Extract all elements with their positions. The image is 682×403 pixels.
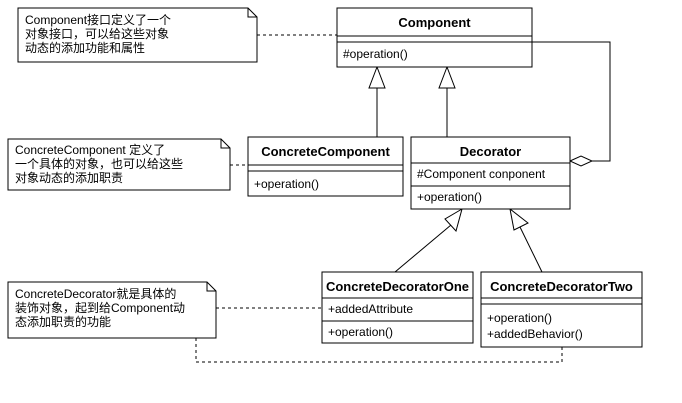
- operation: +operation(): [417, 190, 482, 204]
- note-line: 一个具体的对象，也可以给这些: [15, 156, 183, 171]
- class-box: [247, 136, 404, 197]
- note-body: [7, 281, 217, 339]
- class-box: [480, 271, 643, 348]
- note-body: [7, 138, 231, 191]
- generalization-decoratorone-to-decorator: [394, 224, 452, 273]
- class-decorator: Decorator #Component conponent +operatio…: [410, 136, 571, 210]
- class-box: [336, 7, 533, 68]
- class-name: ConcreteComponent: [261, 144, 390, 159]
- class-concrete-decorator-one: ConcreteDecoratorOne +addedAttribute +op…: [321, 271, 474, 344]
- note-line: 动态的添加功能和属性: [25, 40, 145, 55]
- note-body: [17, 7, 258, 63]
- class-box: [410, 136, 571, 210]
- class-name: ConcreteDecoratorTwo: [490, 279, 633, 294]
- note-concrete-component: ConcreteComponent 定义了 一个具体的对象，也可以给这些 对象动…: [7, 138, 231, 191]
- note-link-concrete-decorator-two: [195, 326, 563, 363]
- operation: +operation(): [328, 325, 393, 339]
- class-box: [321, 271, 474, 344]
- note-line: ConcreteDecorator就是具体的: [15, 286, 176, 301]
- class-concrete-decorator-two: ConcreteDecoratorTwo +operation() +added…: [480, 271, 643, 348]
- aggregation-diamond: [568, 155, 594, 167]
- aggregation-decorator-to-component: [532, 41, 611, 162]
- note-fold: [220, 139, 230, 149]
- note-line: ConcreteComponent 定义了: [15, 142, 165, 157]
- class-component: Component #operation(): [336, 7, 533, 68]
- class-name: Component: [398, 15, 471, 30]
- note-component: Component接口定义了一个 对象接口，可以给这些对象 动态的添加功能和属性: [17, 7, 258, 63]
- operation: #operation(): [343, 47, 408, 61]
- note-fold: [206, 282, 216, 292]
- generalization-decoratortwo-to-decorator: [519, 226, 543, 273]
- operation: +operation(): [254, 177, 319, 191]
- attribute: #Component conponent: [417, 167, 546, 181]
- note-line: 对象动态的添加职责: [15, 170, 123, 185]
- generalization-arrowhead-right: [438, 65, 456, 89]
- note-line: 态添加职责的功能: [15, 314, 111, 329]
- generalization-arrowhead-decoratorone: [444, 207, 463, 233]
- attribute: +addedAttribute: [328, 302, 413, 316]
- generalization-arrowhead-left: [368, 65, 386, 89]
- note-line: Component接口定义了一个: [25, 12, 171, 27]
- note-line: 对象接口，可以给这些对象: [25, 26, 169, 41]
- note-concrete-decorator: ConcreteDecorator就是具体的 装饰对象，起到给Component…: [7, 281, 217, 339]
- operation: +operation(): [487, 311, 552, 325]
- class-name: ConcreteDecoratorOne: [326, 279, 469, 294]
- note-fold: [247, 8, 257, 18]
- generalization-arrowhead-decoratortwo: [509, 207, 529, 231]
- class-concrete-component: ConcreteComponent +operation(): [247, 136, 404, 197]
- note-line: 装饰对象，起到给Component动: [15, 301, 185, 315]
- class-name: Decorator: [460, 144, 521, 159]
- operation: +addedBehavior(): [487, 327, 583, 341]
